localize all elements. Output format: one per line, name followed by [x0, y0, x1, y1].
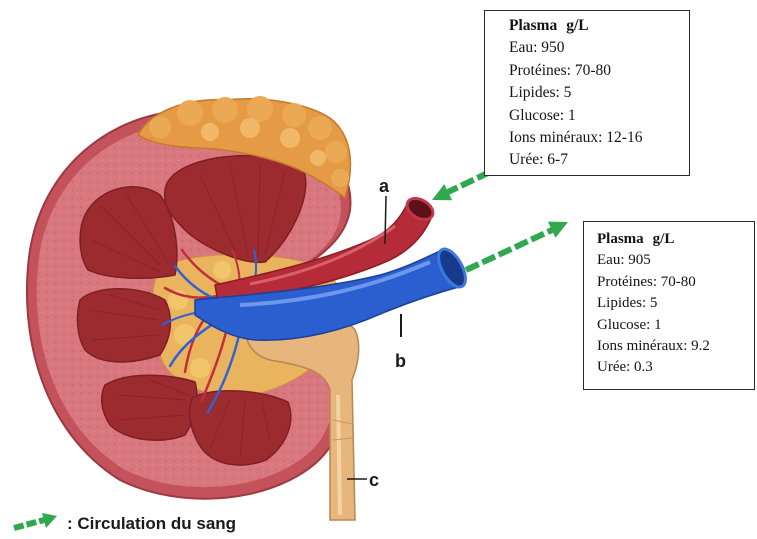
- plasma-composition-box-vein: Plasma g/L Eau: 905 Protéines: 70-80 Lipi…: [583, 221, 755, 390]
- sinus-fat-lobule: [190, 358, 210, 378]
- legend-label: : Circulation du sang: [67, 514, 236, 533]
- arrow-into-artery: [432, 172, 490, 200]
- plasma-row-water: Eau: 905: [597, 250, 754, 271]
- medullary-pyramid-middle-left: [77, 289, 170, 362]
- plasma-row-mineral-ions: Ions minéraux: 12-16: [509, 127, 689, 149]
- plasma-row-urea: Urée: 0.3: [597, 357, 754, 378]
- box-title: Plasma g/L: [597, 229, 754, 250]
- label-a: a: [379, 176, 390, 196]
- plasma-row-water: Eau: 950: [509, 37, 689, 59]
- plasma-row-mineral-ions: Ions minéraux: 9.2: [597, 336, 754, 357]
- ureter-highlight: [338, 395, 340, 515]
- sinus-fat-lobule: [213, 261, 231, 279]
- box-title-label: Plasma: [509, 17, 557, 34]
- plasma-row-glucose: Glucose: 1: [509, 105, 689, 127]
- plasma-row-glucose: Glucose: 1: [597, 315, 754, 336]
- box-title-unit: g/L: [566, 17, 588, 34]
- plasma-row-proteins: Protéines: 70-80: [597, 272, 754, 293]
- box-title: Plasma g/L: [509, 15, 689, 37]
- box-title-unit: g/L: [653, 231, 675, 247]
- plasma-composition-box-artery: Plasma g/L Eau: 950 Protéines: 70-80 Lipi…: [484, 10, 690, 176]
- label-a-leader: [385, 196, 386, 244]
- green-arrow-icon: [14, 513, 57, 528]
- label-b: b: [395, 351, 406, 371]
- label-c: c: [369, 470, 379, 490]
- plasma-row-lipids: Lipides: 5: [509, 82, 689, 104]
- plasma-row-urea: Urée: 6-7: [509, 149, 689, 171]
- plasma-row-proteins: Protéines: 70-80: [509, 60, 689, 82]
- plasma-row-lipids: Lipides: 5: [597, 293, 754, 314]
- arrow-out-of-vein: [466, 222, 568, 270]
- medullary-pyramid-lower-left: [102, 375, 197, 440]
- box-title-label: Plasma: [597, 231, 644, 247]
